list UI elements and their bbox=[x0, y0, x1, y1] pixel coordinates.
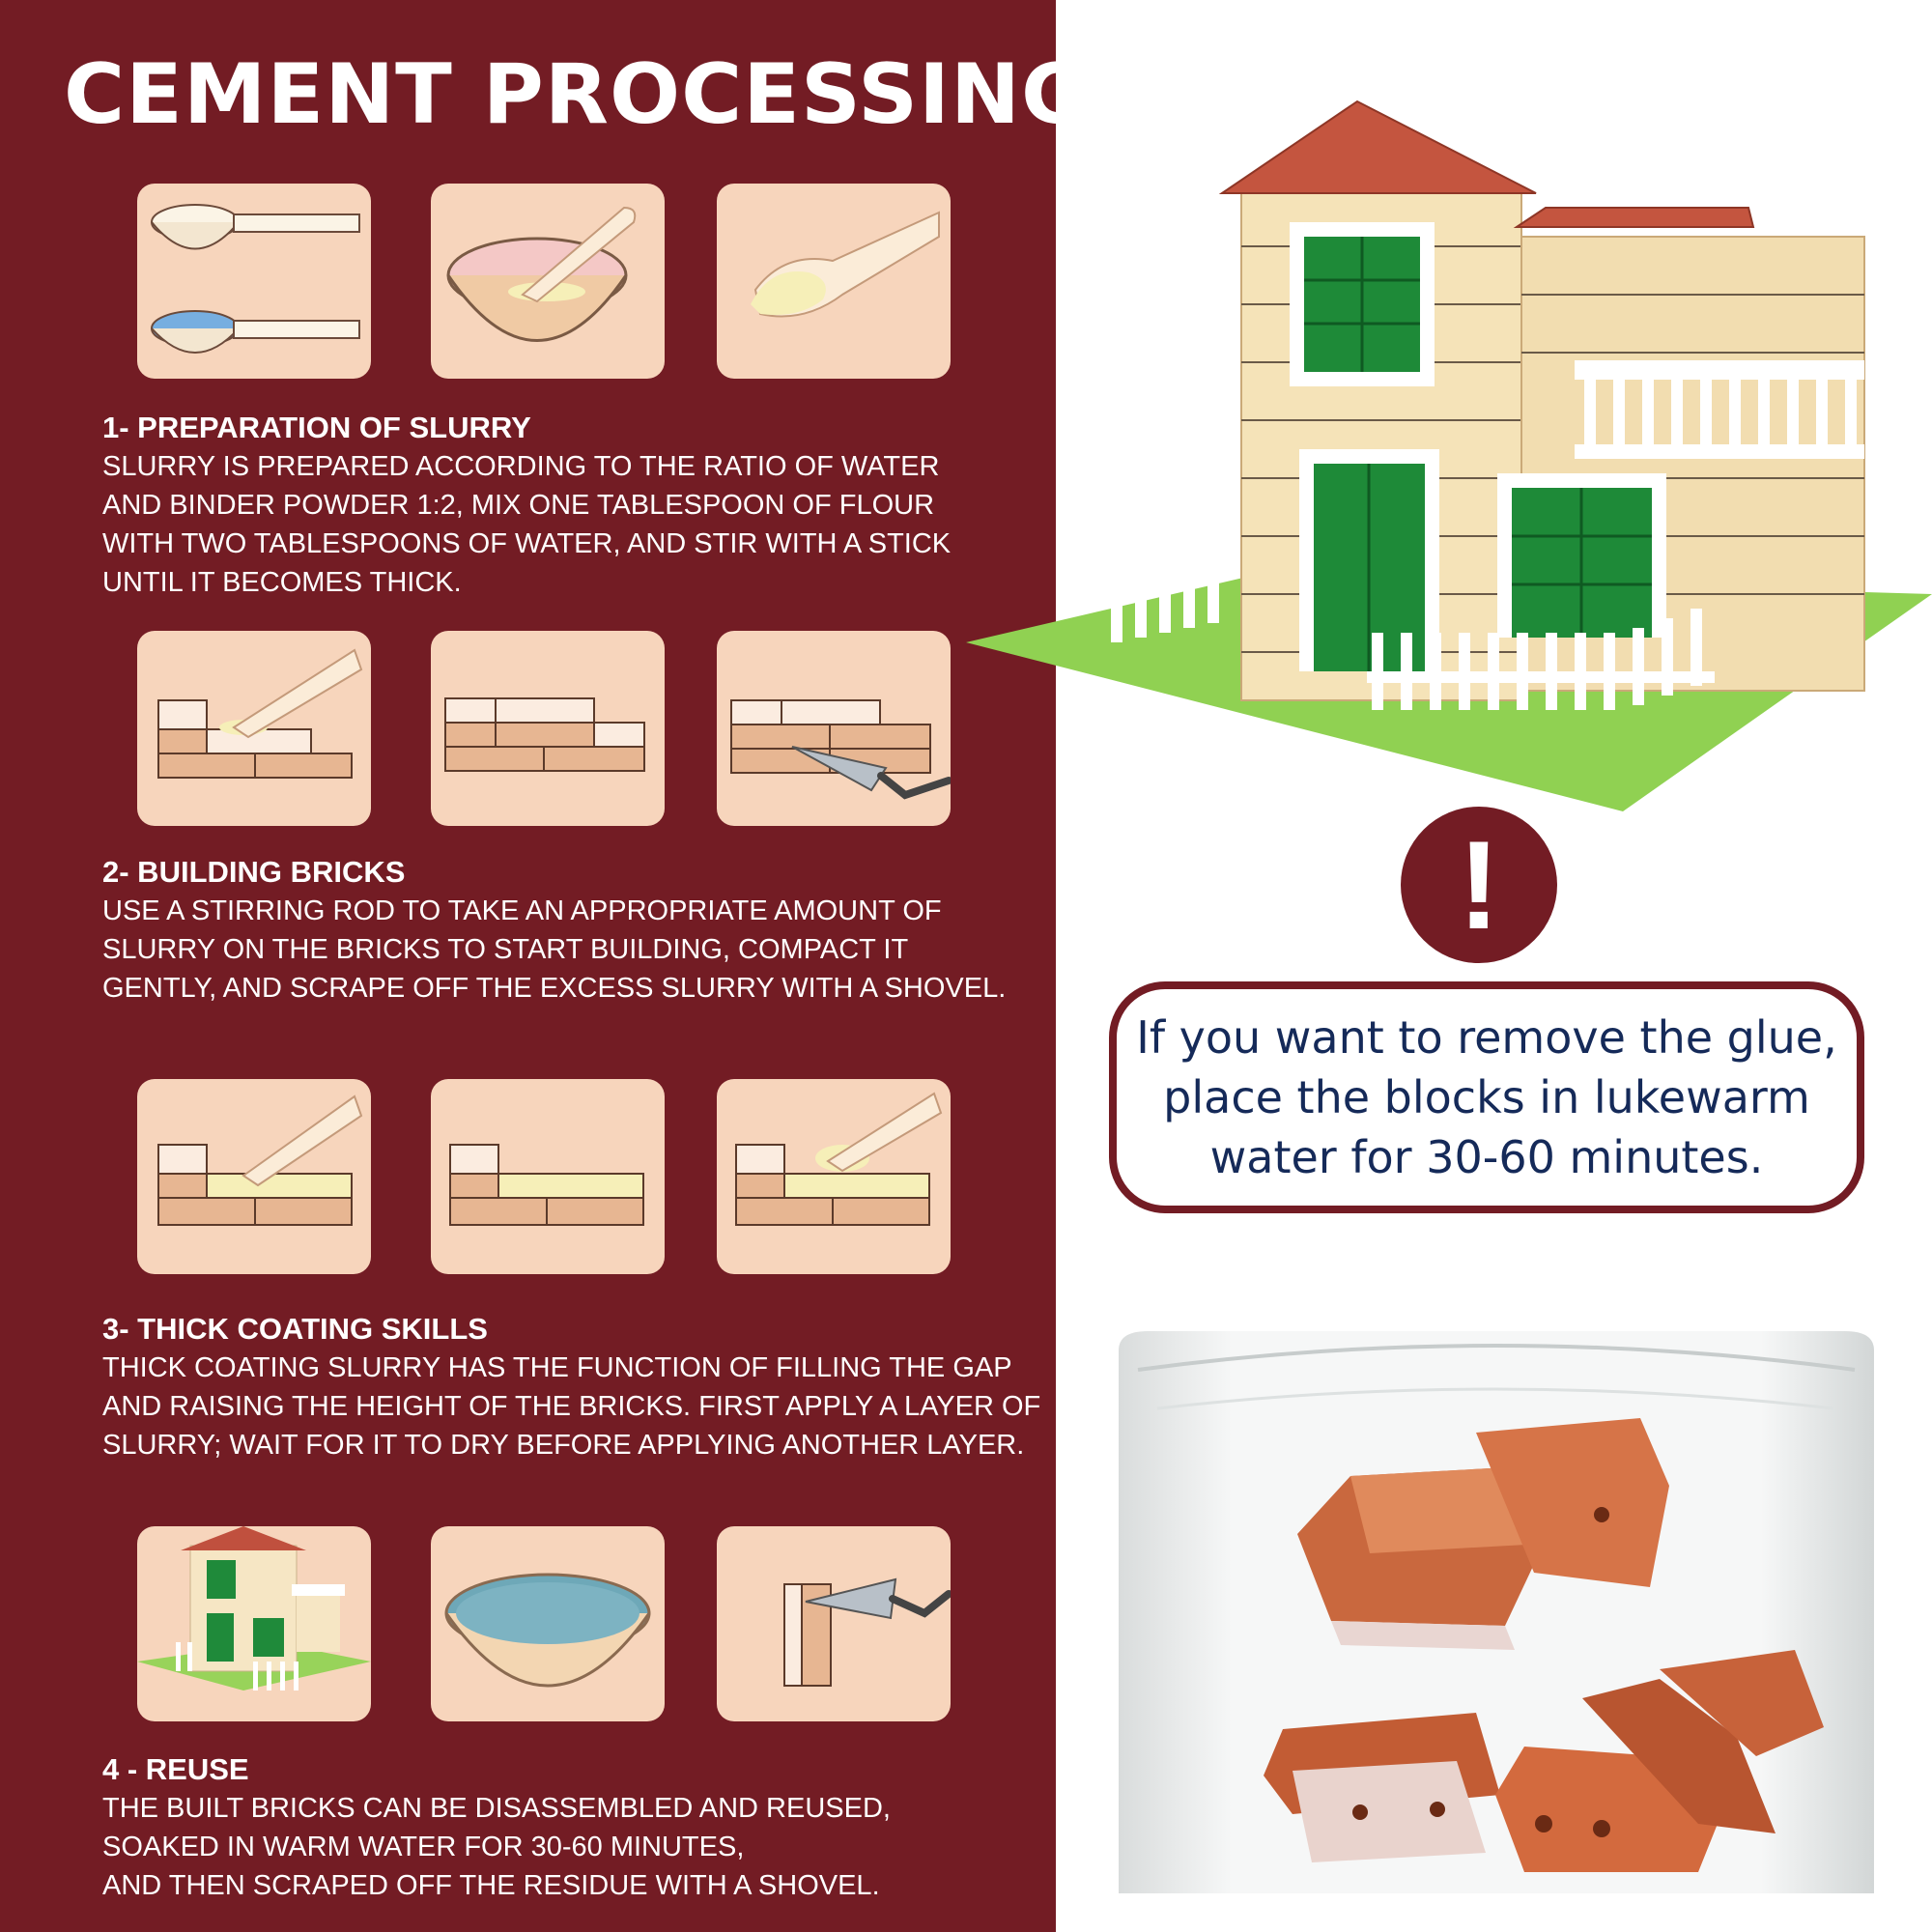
alert-circle: ! bbox=[1401, 807, 1557, 963]
step-line: USE A STIRRING ROD TO TAKE AN APPROPRIAT… bbox=[102, 895, 942, 926]
brick-icon bbox=[157, 648, 363, 779]
step-line: THICK COATING SLURRY HAS THE FUNCTION OF… bbox=[102, 1352, 1012, 1383]
step-line: AND RAISING THE HEIGHT OF THE BRICKS. FI… bbox=[102, 1391, 1041, 1422]
tile-coating-3 bbox=[717, 1079, 951, 1274]
trowel-icon bbox=[730, 699, 951, 800]
tile-scrape-residue bbox=[717, 1526, 951, 1721]
tile-coating-1 bbox=[137, 1079, 371, 1274]
step-4: 4 - REUSE THE BUILT BRICKS CAN BE DISASS… bbox=[102, 1750, 891, 1905]
water-bowl-icon bbox=[444, 1573, 651, 1688]
step-line: SOAKED IN WARM WATER FOR 30-60 MINUTES, bbox=[102, 1832, 745, 1862]
house-model-icon bbox=[966, 99, 1932, 811]
step-heading: 2- BUILDING BRICKS bbox=[102, 855, 406, 889]
step-line: SLURRY ON THE BRICKS TO START BUILDING, … bbox=[102, 934, 909, 965]
tile-stacked-bricks bbox=[431, 631, 665, 826]
tile-mixing-bowl bbox=[431, 184, 665, 379]
step-line: THE BUILT BRICKS CAN BE DISASSEMBLED AND… bbox=[102, 1793, 891, 1824]
tile-spoons bbox=[137, 184, 371, 379]
callout-line: water for 30-60 minutes. bbox=[1209, 1131, 1764, 1183]
step-line: SLURRY; WAIT FOR IT TO DRY BEFORE APPLYI… bbox=[102, 1430, 1025, 1461]
step-heading: 4 - REUSE bbox=[102, 1752, 249, 1786]
tile-water-bowl bbox=[431, 1526, 665, 1721]
trowel-icon bbox=[783, 1577, 951, 1687]
tile-bricks-slurry bbox=[137, 631, 371, 826]
callout-line: If you want to remove the glue, bbox=[1136, 1011, 1837, 1064]
tile-house-model bbox=[137, 1526, 371, 1721]
brick-icon bbox=[444, 697, 645, 772]
water-jar-image bbox=[1119, 1331, 1874, 1893]
mixing-bowl-icon bbox=[446, 206, 637, 342]
callout-text: If you want to remove the glue, place th… bbox=[1136, 1008, 1836, 1187]
step-line: UNTIL IT BECOMES THICK. bbox=[102, 567, 462, 598]
brick-icon bbox=[449, 1144, 644, 1226]
step-line: WITH TWO TABLESPOONS OF WATER, AND STIR … bbox=[102, 528, 952, 559]
tile-trowel-scrape bbox=[717, 631, 951, 826]
step-heading: 1- PREPARATION OF SLURRY bbox=[102, 411, 531, 444]
step-heading: 3- THICK COATING SKILLS bbox=[102, 1312, 488, 1346]
instructions-panel: CEMENT PROCESSING 1- PREPARATION OF SLUR… bbox=[0, 0, 1056, 1932]
tile-coating-2 bbox=[431, 1079, 665, 1274]
step-line: AND THEN SCRAPED OFF THE RESIDUE WITH A … bbox=[102, 1870, 880, 1901]
step-line: GENTLY, AND SCRAPE OFF THE EXCESS SLURRY… bbox=[102, 973, 1007, 1004]
page-title: CEMENT PROCESSING bbox=[64, 46, 1091, 143]
step-2: 2- BUILDING BRICKS USE A STIRRING ROD TO… bbox=[102, 853, 1006, 1008]
callout-line: place the blocks in lukewarm bbox=[1163, 1071, 1810, 1123]
brick-icon bbox=[157, 1094, 363, 1226]
brick-icon bbox=[735, 1092, 943, 1226]
house-model-icon bbox=[137, 1526, 371, 1690]
step-line: SLURRY IS PREPARED ACCORDING TO THE RATI… bbox=[102, 451, 940, 482]
tile-slurry-spoon bbox=[717, 184, 951, 379]
exclamation-icon: ! bbox=[1458, 814, 1500, 955]
measuring-spoon-icon bbox=[151, 204, 360, 354]
slurry-spoon-icon bbox=[751, 211, 940, 318]
step-1: 1- PREPARATION OF SLURRY SLURRY IS PREPA… bbox=[102, 409, 951, 602]
step-3: 3- THICK COATING SKILLS THICK COATING SL… bbox=[102, 1310, 1040, 1464]
step-line: AND BINDER POWDER 1:2, MIX ONE TABLESPOO… bbox=[102, 490, 935, 521]
glue-removal-callout: If you want to remove the glue, place th… bbox=[1109, 981, 1864, 1213]
